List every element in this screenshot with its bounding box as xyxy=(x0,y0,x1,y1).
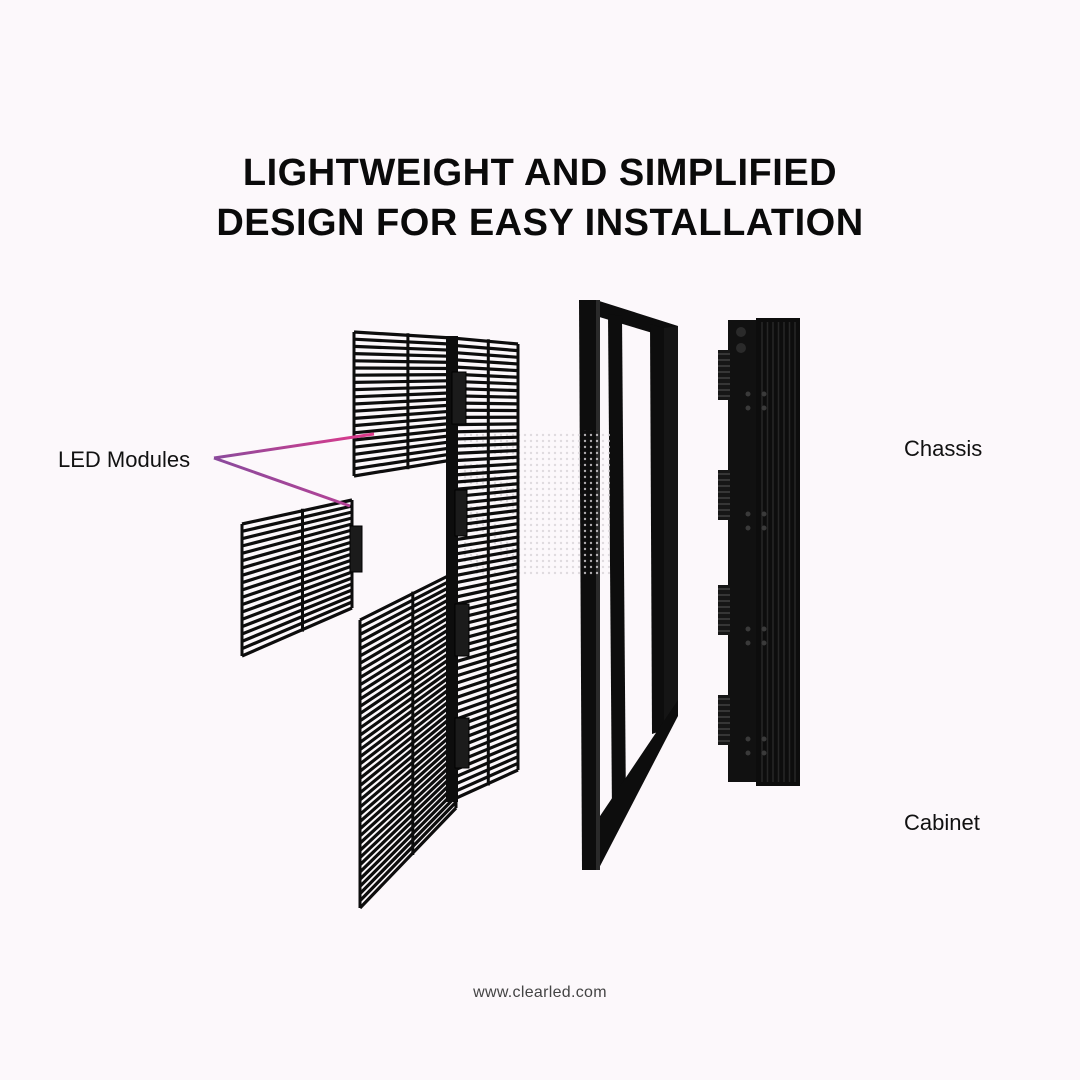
leader-line-led-top xyxy=(213,432,375,460)
chassis-connectors xyxy=(718,350,767,756)
led-module-bottom xyxy=(358,570,458,910)
leader-line-led-bottom xyxy=(213,456,351,508)
chassis xyxy=(718,318,800,786)
footer-url: www.clearled.com xyxy=(473,984,607,1001)
callout-chassis: Chassis xyxy=(904,436,983,461)
chassis-fins xyxy=(761,322,796,782)
cabinet-frame xyxy=(579,300,678,870)
led-glow xyxy=(460,430,610,575)
led-module-right xyxy=(446,336,520,802)
callout-led-modules: LED Modules xyxy=(58,447,191,472)
headline-line-1: LIGHTWEIGHT AND SIMPLIFIED xyxy=(242,152,838,194)
led-module-top xyxy=(352,330,454,478)
headline-line-2: DESIGN FOR EASY INSTALLATION xyxy=(216,202,864,244)
headline: LIGHTWEIGHT AND SIMPLIFIED DESIGN FOR EA… xyxy=(0,148,1080,248)
led-module-small xyxy=(240,498,363,658)
callout-cabinet: Cabinet xyxy=(904,810,980,835)
